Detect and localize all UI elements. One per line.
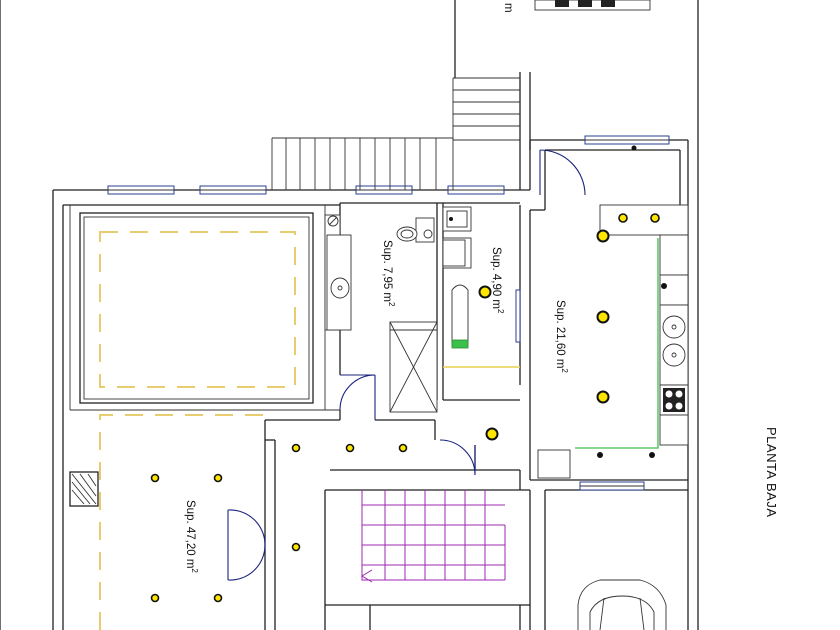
walls: [0, 0, 699, 630]
terrace-outline: [99, 414, 265, 630]
top-cabinet: [534, 0, 651, 11]
ceiling-lights: [150, 145, 667, 603]
top-stairs: [271, 77, 520, 190]
interior-stairs: [361, 490, 506, 583]
area-label-kitchen: Sup. 21,60 m2: [554, 300, 569, 373]
kitchen-counters: [537, 204, 689, 479]
top-fragment-text: m: [502, 3, 514, 13]
bathroom-fixtures: [324, 214, 438, 413]
car-icon: [577, 579, 667, 630]
plan-title: PLANTA BAJA: [764, 427, 779, 518]
doors: [227, 149, 586, 581]
pool: [79, 212, 314, 404]
windows: [107, 135, 670, 491]
area-label-bathroom: Sup. 7,95 m2: [381, 240, 396, 307]
area-label-washroom: Sup. 4,90 m2: [490, 247, 505, 314]
area-label-living: Sup. 47,20 m2: [184, 500, 199, 573]
washroom-fixtures: [442, 206, 520, 368]
